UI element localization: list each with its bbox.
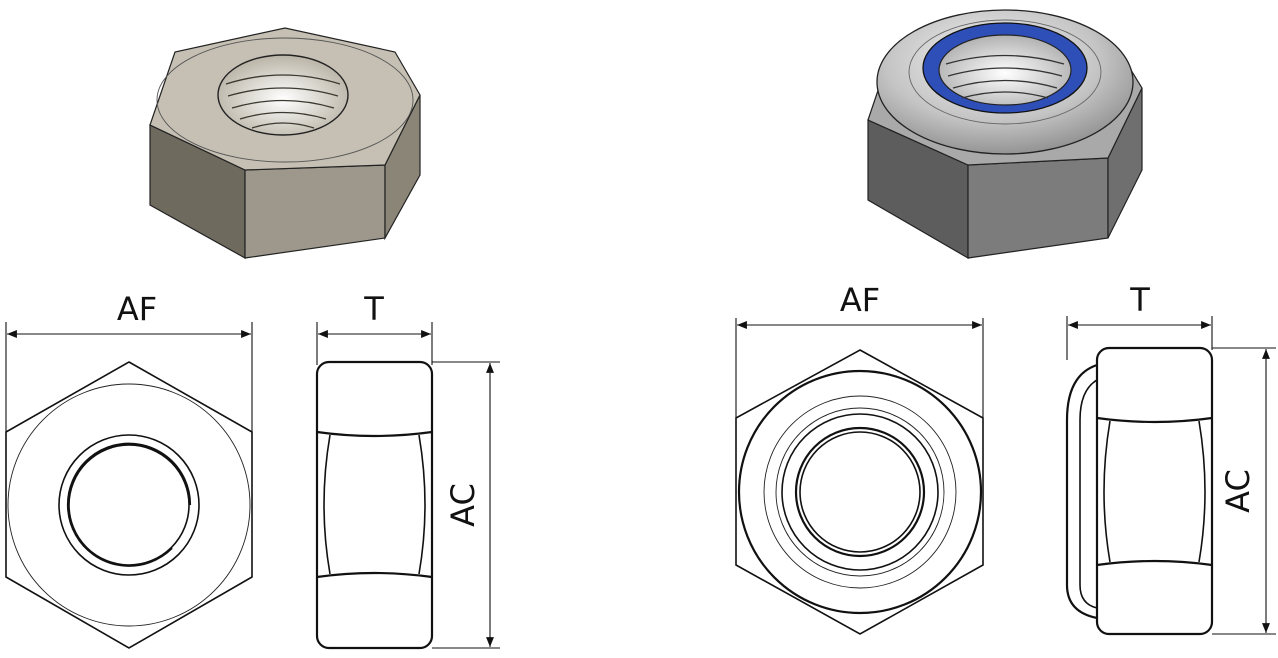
right-nut-hole <box>938 34 1072 106</box>
left-nut-side-view: T AC <box>315 290 500 650</box>
left-nut-thread-lines <box>225 74 341 129</box>
right-side-flat-lower <box>1096 559 1213 567</box>
left-t-label: T <box>363 290 384 328</box>
left-nut-hole <box>217 54 349 136</box>
left-side-face-curve-left <box>323 434 331 575</box>
right-nut-insert-outer-circle <box>775 407 945 577</box>
right-nut-thread-lines <box>945 54 1065 99</box>
right-side-body <box>1095 346 1214 636</box>
left-side-face-curve-right <box>418 434 426 575</box>
right-nut-dome-circle <box>763 395 957 589</box>
right-nut-bore-circle-inner <box>799 431 921 553</box>
right-nut-side-face-front <box>967 157 1109 259</box>
right-af-label: AF <box>840 281 880 319</box>
left-nut-3d-view <box>149 27 421 260</box>
right-nut-top-view: AF <box>735 281 984 635</box>
left-ac-label: AC <box>444 483 482 527</box>
right-nut-3d-view <box>867 9 1143 260</box>
right-side-face-curve-left <box>1103 420 1111 563</box>
right-nut-dome-rim <box>908 19 1102 125</box>
right-side-collar-inner <box>1079 379 1098 609</box>
right-side-collar <box>1065 363 1098 620</box>
right-side-flat-upper <box>1096 416 1213 424</box>
right-nut-insert-inner-circle <box>781 413 939 571</box>
right-t-label: T <box>1129 281 1150 319</box>
left-nut-thread-arc <box>66 442 192 567</box>
left-side-body <box>315 360 434 650</box>
right-nut-bore-circle-outer <box>794 426 926 558</box>
left-side-flat-upper <box>316 430 433 438</box>
left-nut-hexagon-outline <box>5 361 253 649</box>
left-nut-side-face-front <box>244 164 386 259</box>
left-nut-bore-circle <box>68 444 190 566</box>
right-ac-label: AC <box>1219 469 1257 513</box>
left-side-flat-lower <box>316 571 433 579</box>
left-nut-chamfer-circle-2d <box>7 383 251 627</box>
right-side-face-curve-right <box>1198 420 1206 563</box>
left-nut-chamfer-circle <box>156 37 414 163</box>
right-nut-hexagon-outline <box>735 349 984 635</box>
left-nut-thread-major-circle <box>58 434 200 576</box>
right-nut-washer-face-circle <box>737 369 983 615</box>
right-nut-side-view: T AC <box>1065 281 1276 636</box>
left-af-label: AF <box>117 290 157 328</box>
left-nut-top-view: AF <box>5 290 253 649</box>
